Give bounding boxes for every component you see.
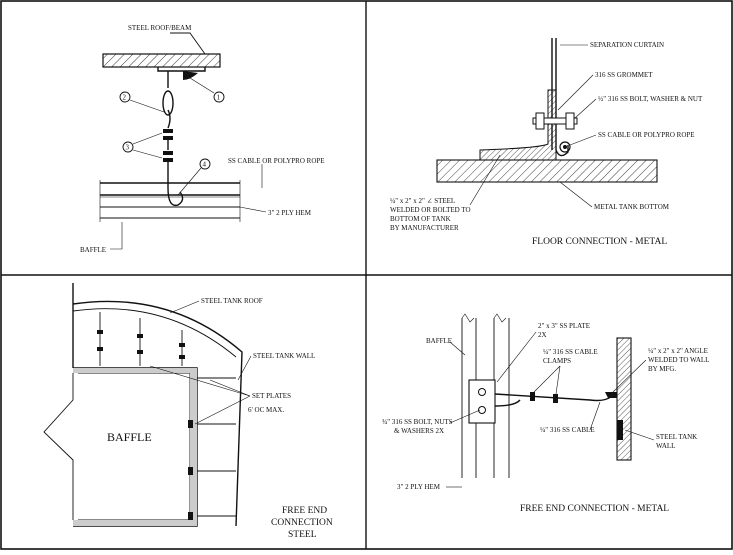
baffle-label-bl: BAFFLE xyxy=(107,430,152,444)
bolt-label-br-1: ¾" 316 SS BOLT, NUTS xyxy=(382,418,453,426)
panel-free-end-metal: BAFFLE 2" x 3" SS PLATE 2X ¼" 316 SS CAB… xyxy=(382,313,709,514)
tank-wall-label-2: WALL xyxy=(656,442,675,450)
cable-label: SS CABLE OR POLYPRO ROPE xyxy=(228,157,325,165)
panel-free-end-steel: STEEL TANK ROOF STEEL TANK WALL SET PLAT… xyxy=(43,283,333,540)
steel-angle-label-1: ¼" x 2" x 2" ∠ STEEL xyxy=(390,197,455,205)
bolt-label: ½" 316 SS BOLT, WASHER & NUT xyxy=(598,95,703,103)
roof-label: STEEL TANK ROOF xyxy=(201,297,263,305)
angle-label-3: BY MFG. xyxy=(648,365,676,373)
weld xyxy=(183,71,198,80)
free-end-steel-caption-1: FREE END xyxy=(282,506,327,516)
panel-hanger-detail: STEEL ROOF/BEAM 1 2 3 4 xyxy=(80,24,325,254)
steel-angle-label-3: BOTTOM OF TANK xyxy=(390,215,451,223)
roof-beam-label: STEEL ROOF/BEAM xyxy=(128,24,192,32)
free-end-steel-caption-3: STEEL xyxy=(288,530,317,540)
steel-angle xyxy=(479,89,557,161)
baffle-label-br: BAFFLE xyxy=(426,337,452,345)
bolt-label-br-2: & WASHERS 2X xyxy=(394,427,444,435)
free-end-metal-caption: FREE END CONNECTION - METAL xyxy=(520,504,669,514)
cable-label-br: ¼" 316 SS CABLE xyxy=(540,426,595,434)
plate-label-2: 2X xyxy=(538,331,547,339)
free-end-steel-caption-2: CONNECTION xyxy=(271,518,333,528)
set-plates-label-2: 6' OC MAX. xyxy=(248,406,284,414)
grommet-label: 316 SS GROMMET xyxy=(595,71,653,79)
tank-bottom-label: METAL TANK BOTTOM xyxy=(594,203,670,211)
callout-1: 1 xyxy=(217,94,221,102)
angle-label-1: ¼" x 2" x 2" ANGLE xyxy=(648,347,708,355)
tank-wall-label-1: STEEL TANK xyxy=(656,433,697,441)
clamps-label-1: ¼" 316 SS CABLE xyxy=(543,348,598,356)
hem-label: 3" 2 PLY HEM xyxy=(268,209,312,217)
hem-label-br: 3" 2 PLY HEM xyxy=(397,483,441,491)
plate-label-1: 2" x 3" SS PLATE xyxy=(538,322,590,330)
wall-label: STEEL TANK WALL xyxy=(253,352,315,360)
tank-bottom xyxy=(436,159,658,183)
callout-3: 3 xyxy=(126,144,130,152)
baffle-label-top: BAFFLE xyxy=(80,246,106,254)
callout-4: 4 xyxy=(203,161,207,169)
callout-2: 2 xyxy=(123,94,127,102)
panel-floor-connection: SEPARATION CURTAIN 316 SS GROMMET ½" 316… xyxy=(390,38,703,247)
steel-angle-label-2: WELDED OR BOLTED TO xyxy=(390,206,471,214)
angle-label-2: WELDED TO WALL xyxy=(648,356,709,364)
clamps-label-2: CLAMPS xyxy=(543,357,571,365)
roof-beam xyxy=(102,53,221,68)
separation-curtain-label: SEPARATION CURTAIN xyxy=(590,41,664,49)
steel-angle-label-4: BY MANUFACTURER xyxy=(390,224,459,232)
floor-connection-caption: FLOOR CONNECTION - METAL xyxy=(532,237,667,247)
set-plates-label-1: SET PLATES xyxy=(252,392,291,400)
cable-rope-label-tr: SS CABLE OR POLYPRO ROPE xyxy=(598,131,695,139)
